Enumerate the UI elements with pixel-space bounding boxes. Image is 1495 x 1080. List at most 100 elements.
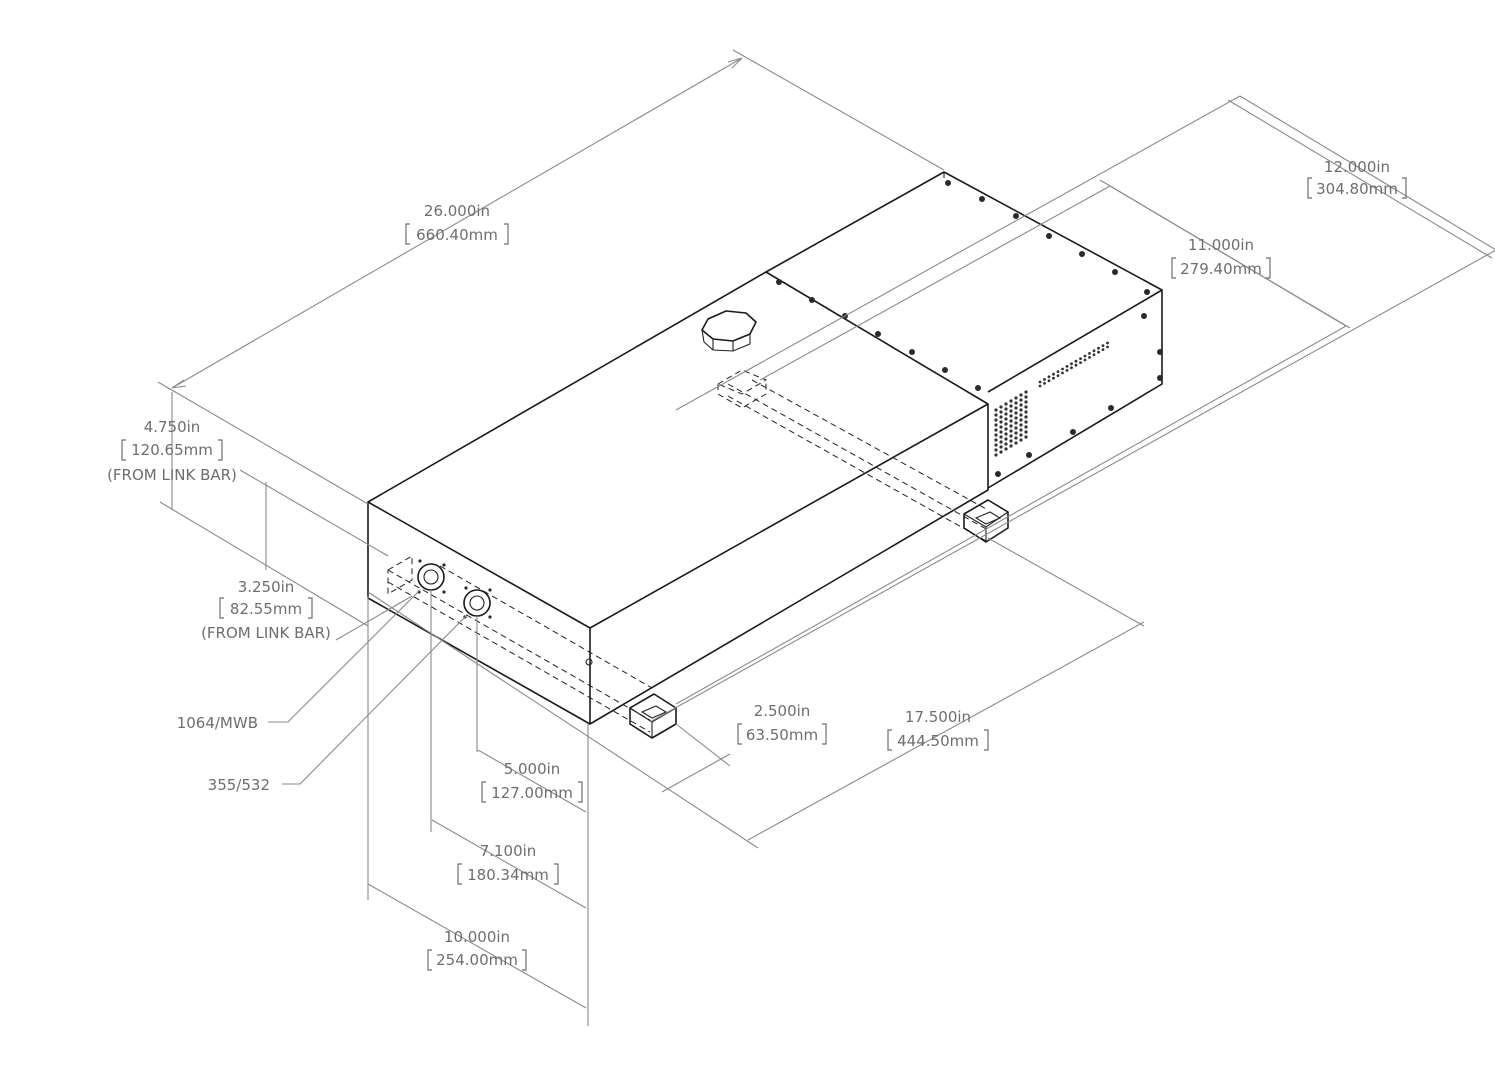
vent-hole [999,430,1003,434]
mounting-foot-front [629,693,677,739]
dim-4750-mm: 120.65mm [131,441,213,459]
dim-26000: 26.000in 660.40mm [405,202,509,245]
edge-bolts [776,180,1163,477]
dim-3250-in: 3.250in [238,578,295,596]
dim-12000: 12.000in 304.80mm [1307,158,1407,199]
vent-hole [1009,419,1013,423]
vent-hole [1079,361,1082,364]
dimension-lines [157,49,1495,1026]
dim-11000-mm: 279.40mm [1180,260,1262,278]
vent-hole [1074,359,1078,363]
vent-grid-side [1038,341,1109,388]
dim-11000: 11.000in 279.40mm [1171,236,1271,279]
dim-3250-note: (FROM LINK BAR) [201,624,331,642]
vent-hole [999,440,1003,444]
vent-hole [1019,433,1023,437]
dim-17500-mm: 444.50mm [897,732,979,750]
vent-hole [994,443,998,447]
vent-hole [1019,408,1023,412]
vent-hole [1052,372,1055,376]
front-small-hole [585,658,593,666]
vent-hole [1014,406,1018,410]
vent-hole [999,435,1003,439]
vent-hole [1004,422,1008,426]
dim-2500-mm: 63.50mm [746,726,818,744]
vent-hole [999,405,1003,409]
vent-hole [1024,395,1028,399]
dim-17500: 17.500in 444.50mm [887,708,989,751]
vent-hole [1009,414,1013,418]
vent-hole [994,453,998,457]
vent-hole [1038,380,1042,384]
vent-hole [1083,354,1087,358]
vent-hole [1024,405,1028,409]
vent-hole [1014,421,1018,425]
vent-hole [1019,428,1023,432]
vent-hole [1038,384,1042,388]
vent-hole [1065,365,1069,368]
vent-hole [1106,345,1109,349]
vent-hole [1009,404,1013,408]
vent-hole [1043,378,1046,381]
vent-hole [1056,370,1060,373]
dim-12000-in: 12.000in [1324,158,1390,176]
vent-hole [1106,341,1109,345]
vent-hole [1014,396,1018,400]
vent-hole [1019,403,1023,407]
vent-hole [1009,399,1013,403]
output-port-355 [463,586,492,619]
dim-11000-in: 11.000in [1188,236,1254,254]
vent-hole [1043,382,1046,385]
vent-hole [1004,412,1008,416]
vent-hole [1056,374,1060,377]
dim-4750-in: 4.750in [144,418,201,436]
vent-hole [1065,369,1069,372]
vent-hole [1004,407,1008,411]
vent-hole [1014,411,1018,415]
vent-hole [1004,442,1008,446]
vent-hole [1009,424,1013,428]
mounting-foot-rear [963,499,1009,543]
vent-hole [1004,417,1008,421]
vent-hole [1070,362,1073,366]
vent-hole [999,420,1003,424]
vent-hole [1074,363,1078,367]
vent-hole [1047,375,1051,379]
vent-hole [999,445,1003,449]
output-port-1064 [417,559,446,594]
vent-hole [1009,409,1013,413]
vent-hole [1101,348,1105,351]
vent-hole [999,425,1003,429]
vent-hole [1019,398,1023,402]
dim-7100-mm: 180.34mm [467,866,549,884]
vent-hole [1019,438,1023,442]
dim-12000-mm: 304.80mm [1316,180,1398,198]
laser-head-body [367,171,1163,725]
hidden-link-bars [387,369,989,733]
vent-hole [1014,436,1018,440]
vent-hole [1024,430,1028,434]
vent-hole [1097,346,1100,350]
vent-hole [1014,416,1018,420]
vent-hole [994,423,998,427]
vent-hole [1004,437,1008,441]
dim-26000-mm: 660.40mm [416,226,498,244]
vent-hole [999,415,1003,419]
vent-hole [1070,366,1073,370]
vent-hole [1014,431,1018,435]
vent-hole [1004,447,1008,451]
dim-4750: 4.750in 120.65mm (FROM LINK BAR) [107,418,237,484]
dim-5000: 5.000in 127.00mm [481,760,583,803]
vent-hole [1009,444,1013,448]
vent-hole [994,413,998,417]
dim-5000-in: 5.000in [504,760,561,778]
vent-hole [1004,432,1008,436]
vent-hole [1097,350,1100,354]
dim-3250-mm: 82.55mm [230,600,302,618]
vent-hole [1083,358,1087,362]
vent-hole [1101,344,1105,347]
dim-7100-in: 7.100in [480,842,537,860]
dim-7100: 7.100in 180.34mm [457,842,559,885]
vent-hole [1014,441,1018,445]
